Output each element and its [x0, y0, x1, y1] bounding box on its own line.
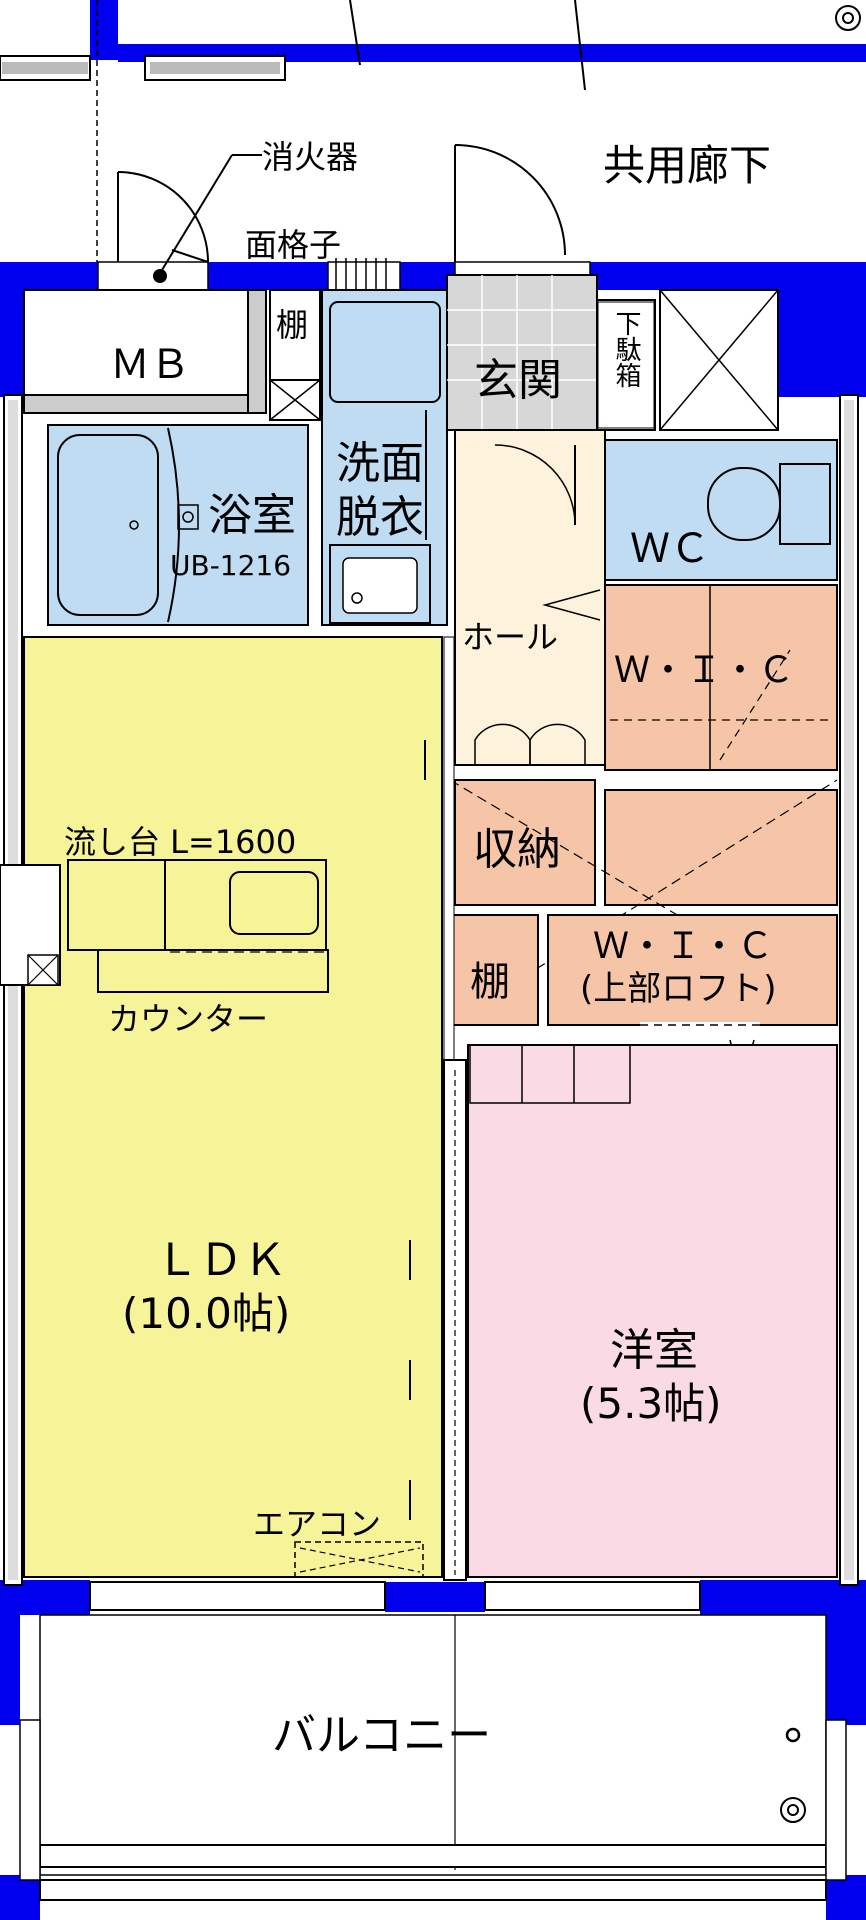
ldk-label: ＬＤＫ	[155, 1235, 287, 1286]
hall-label: ホール	[462, 618, 558, 656]
bathtub	[57, 434, 159, 616]
wic-1-label: Ｗ・Ｉ・Ｃ	[614, 650, 794, 691]
grille-label: 面格子	[245, 226, 341, 264]
upper-structure	[0, 0, 866, 320]
toilet	[707, 467, 781, 541]
entrance-door	[454, 144, 566, 262]
ldk-size-label: (10.0帖)	[122, 1289, 290, 1338]
western-size-label: (5.3帖)	[580, 1379, 722, 1428]
balcony	[39, 1614, 827, 1876]
shelf-mid	[449, 914, 539, 1026]
ldk	[23, 636, 443, 1578]
wc-label: ＷＣ	[630, 526, 710, 572]
shelf-top	[269, 289, 321, 381]
aircon-label: エアコン	[253, 1505, 381, 1543]
mb-label: ＭＢ	[110, 342, 190, 388]
storage-label: 収納	[473, 824, 561, 875]
wic-2-note: (上部ロフト)	[580, 969, 777, 1009]
corridor-label: 共用廊下	[603, 141, 771, 190]
entrance	[446, 274, 598, 431]
storage	[454, 779, 596, 906]
sink-label: 流し台 L=1600	[64, 823, 296, 861]
sink-basin	[229, 871, 319, 935]
shelf-top-label: 棚	[276, 306, 308, 344]
bath-label: 浴室	[208, 490, 296, 541]
shelf-mid-label: 棚	[470, 959, 510, 1005]
western-label: 洋室	[610, 1325, 698, 1376]
balcony-label: バルコニー	[272, 1710, 491, 1761]
washroom-label-2: 脱衣	[336, 492, 424, 543]
wic-2-label: Ｗ・Ｉ・Ｃ	[593, 926, 773, 967]
counter-label: カウンター	[108, 1000, 268, 1038]
counter	[97, 949, 329, 993]
hall	[454, 429, 606, 766]
mb-door	[117, 171, 209, 263]
bath-model-label: UB-1216	[170, 549, 291, 582]
washroom-label-1: 洗面	[336, 438, 424, 489]
washing-machine	[329, 301, 441, 403]
extinguisher-icon	[153, 269, 167, 283]
western-room	[467, 1044, 838, 1578]
mb-room	[23, 289, 265, 396]
shoe-box-label: 下駄箱	[611, 310, 641, 388]
aircon	[294, 1541, 424, 1578]
wic-1	[604, 584, 838, 771]
balcony-windows	[89, 1581, 701, 1611]
extinguisher-label: 消火器	[262, 138, 358, 176]
entrance-label: 玄関	[474, 355, 562, 406]
